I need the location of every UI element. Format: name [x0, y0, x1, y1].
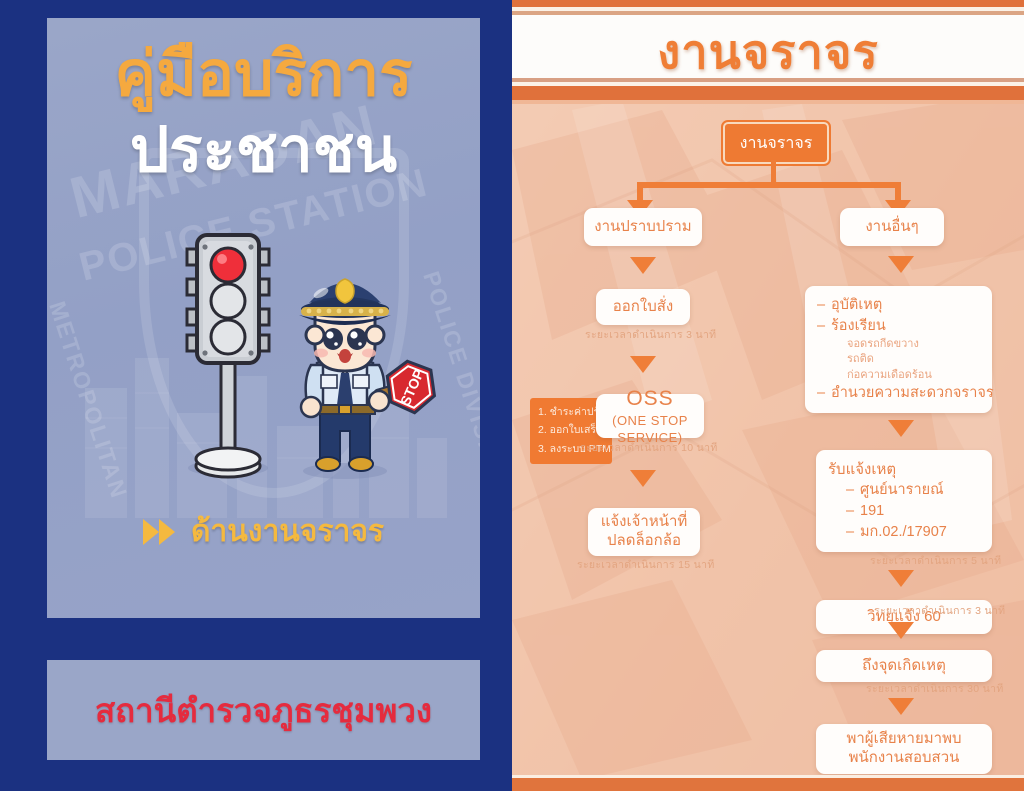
- duration-issue-ticket: ระยะเวลาดำเนินการ 3 นาที: [585, 329, 717, 341]
- cover-subtitle-row: ด้านงานจราจร: [47, 508, 480, 555]
- node-oss-label: OSS: [626, 387, 674, 411]
- node-arrive-scene: ถึงจุดเกิดเหตุ: [816, 650, 992, 682]
- oss-step-3: 3. ลงระบบ PTM: [538, 442, 611, 455]
- node-left-branch-head: งานปราบปราม: [584, 208, 702, 246]
- flowchart-panel: งานจราจร งานจราจร งานปราบปราม ออกใบสั่ง …: [512, 0, 1024, 791]
- cover-card: MARADAN POLICE STATION METROPOLITAN POLI…: [47, 18, 480, 618]
- arrow-left-2: [630, 356, 656, 373]
- oss-step-2: 2. ออกใบเสร็จ: [538, 424, 603, 437]
- node-issue-ticket-label: ออกใบสั่ง: [612, 297, 674, 315]
- page-title: งานจราจร: [657, 25, 879, 78]
- receive-channel-3-label: มก.02./17907: [860, 524, 947, 541]
- dash-marker: –: [817, 385, 826, 402]
- receive-channel-1-label: ศูนย์นารายณ์: [860, 482, 944, 498]
- arrow-left-3: [630, 470, 656, 487]
- duration-unlock-wheel: ระยะเวลาดำเนินการ 15 นาที: [577, 559, 715, 571]
- node-oss-sublabel: (ONE STOP SERVICE): [612, 413, 688, 445]
- duration-arrive-scene: ระยะเวลาดำเนินการ 30 นาที: [866, 683, 1004, 695]
- dash-marker: –: [817, 297, 826, 313]
- node-receive-report: รับแจ้งเหตุ –ศูนย์นารายณ์ –191 –มก.02./1…: [816, 450, 992, 553]
- duration-radio-dispatch: ระยะเวลาดำเนินการ 3 นาที: [874, 605, 1006, 617]
- dash-marker: –: [817, 318, 826, 335]
- category-complaint: –ร้องเรียน: [817, 316, 980, 337]
- node-left-branch-head-label: งานปราบปราม: [594, 217, 692, 235]
- cover-title-line-2: ประชาชน: [129, 116, 398, 185]
- station-name-card: สถานีตำรวจภูธรชุมพวง: [47, 660, 480, 760]
- shield-watermark: [139, 148, 409, 498]
- flowchart: งานจราจร งานปราบปราม ออกใบสั่ง ระยะเวลาด…: [512, 104, 1024, 789]
- footer-band: [512, 778, 1024, 791]
- arrow-left-1: [630, 257, 656, 274]
- node-unlock-wheel-line-2: ปลดล็อกล้อ: [607, 532, 681, 549]
- category-traffic-facilitation-label: อำนวยความสะดวกจราจร: [831, 385, 994, 402]
- duration-receive-report: ระยะเวลาดำเนินการ 5 นาที: [870, 555, 1002, 567]
- connector-right-drop: [895, 182, 901, 204]
- receive-channel-3: –มก.02./17907: [846, 522, 980, 543]
- dash-marker: –: [846, 524, 855, 541]
- category-accident: –อุบัติเหตุ: [817, 295, 980, 316]
- arrow-right-1: [888, 256, 914, 273]
- receive-report-header: รับแจ้งเหตุ: [828, 461, 897, 478]
- receive-channel-2-label: 191: [860, 503, 885, 520]
- node-radio-dispatch-label: วิทยุแจ้ง 60: [867, 607, 941, 625]
- footer-band-highlight: [512, 775, 1024, 778]
- arrow-right-5: [888, 698, 914, 715]
- flow-root-label: งานจราจร: [739, 134, 813, 152]
- connector-left-drop: [637, 182, 643, 204]
- flow-root-node: งานจราจร: [721, 120, 831, 166]
- receive-channel-2: –191: [846, 501, 980, 522]
- dash-marker: –: [846, 503, 855, 520]
- node-bring-victim: พาผู้เสียหายมาพบ พนักงานสอบสวน: [816, 724, 992, 774]
- station-name: สถานีตำรวจภูธรชุมพวง: [95, 691, 432, 729]
- oss-step-1: 1. ชำระค่าปรับ: [538, 406, 606, 418]
- cover-panel: MARADAN POLICE STATION METROPOLITAN POLI…: [0, 0, 512, 791]
- arrow-right-4: [888, 622, 914, 639]
- connector-horizontal-split: [637, 182, 901, 188]
- arrow-right-3: [888, 570, 914, 587]
- node-arrive-scene-label: ถึงจุดเกิดเหตุ: [862, 656, 946, 674]
- dash-marker: –: [846, 482, 855, 498]
- node-issue-ticket: ออกใบสั่ง: [596, 289, 690, 325]
- cover-subtitle: ด้านงานจราจร: [190, 515, 385, 548]
- header-band: [512, 0, 1024, 104]
- complaint-sub-3: ก่อความเดือดร้อน: [847, 368, 932, 381]
- connector-root-stem: [771, 160, 776, 185]
- complaint-sub-2: รถติด: [847, 353, 874, 366]
- node-right-branch-head: งานอื่นๆ: [840, 208, 944, 246]
- node-oss: OSS (ONE STOP SERVICE): [596, 387, 704, 445]
- receive-channel-1: –ศูนย์นารายณ์: [846, 480, 980, 501]
- node-unlock-wheel: แจ้งเจ้าหน้าที่ ปลดล็อกล้อ: [588, 508, 700, 556]
- traffic-police-illustration: STOP: [185, 233, 437, 479]
- chevron-right-icon: [142, 518, 175, 545]
- cover-title-line-1: คู่มือบริการ: [114, 40, 413, 109]
- node-bring-victim-line-1: พาผู้เสียหายมาพบ: [846, 730, 962, 748]
- complaint-sub-1: จอดรถกีดขวาง: [847, 338, 919, 351]
- node-unlock-wheel-line-1: แจ้งเจ้าหน้าที่: [600, 513, 688, 531]
- node-right-branch-head-label: งานอื่นๆ: [865, 217, 919, 235]
- category-accident-label: อุบัติเหตุ: [831, 297, 883, 313]
- node-other-categories: –อุบัติเหตุ –ร้องเรียน จอดรถกีดขวาง รถติ…: [805, 286, 994, 414]
- category-complaint-label: ร้องเรียน: [831, 318, 886, 335]
- category-traffic-facilitation: –อำนวยความสะดวกจราจร: [817, 383, 994, 404]
- node-bring-victim-line-2: พนักงานสอบสวน: [848, 749, 960, 766]
- duration-oss: ระยะเวลาดำเนินการ 10 นาที: [580, 442, 718, 454]
- arrow-right-2: [888, 420, 914, 437]
